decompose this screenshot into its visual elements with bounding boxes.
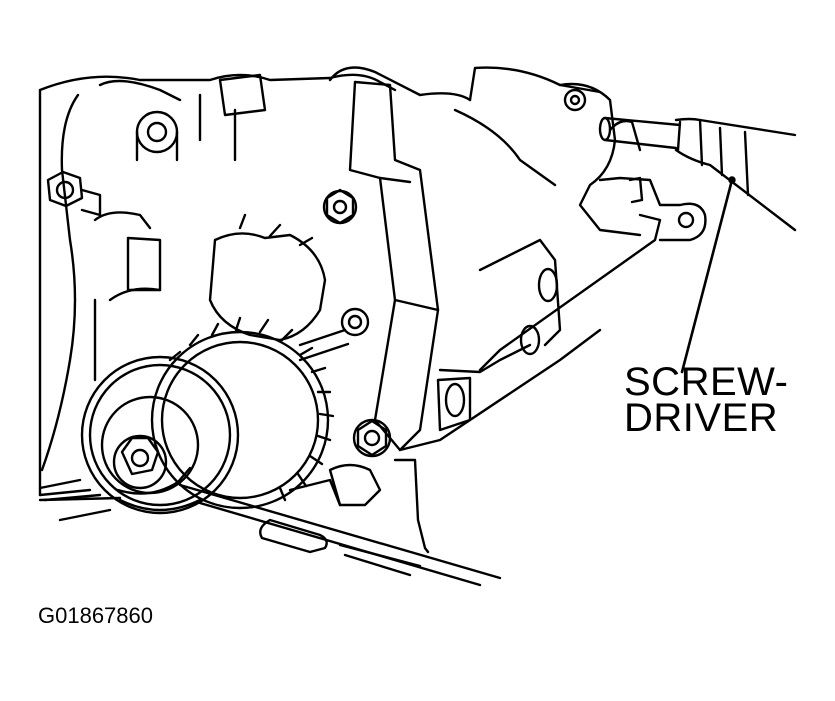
left-bolt [46,170,102,217]
upper-boss [135,110,179,162]
lower-plate [288,458,430,554]
engine-block [38,66,602,502]
center-bolt [112,434,168,490]
bracket [298,80,440,458]
right-housing [398,82,707,452]
holding-bar [38,466,502,587]
camshaft-sprocket [150,316,335,510]
figure-id: G01867860 [38,603,153,628]
front-pulley [80,355,240,515]
screwdriver [598,116,797,232]
callout-leader [680,176,736,374]
screwdriver-callout-line1: SCREW- [624,360,789,404]
water-pump-hub [208,213,327,342]
screwdriver-callout-line2: DRIVER [624,396,779,440]
